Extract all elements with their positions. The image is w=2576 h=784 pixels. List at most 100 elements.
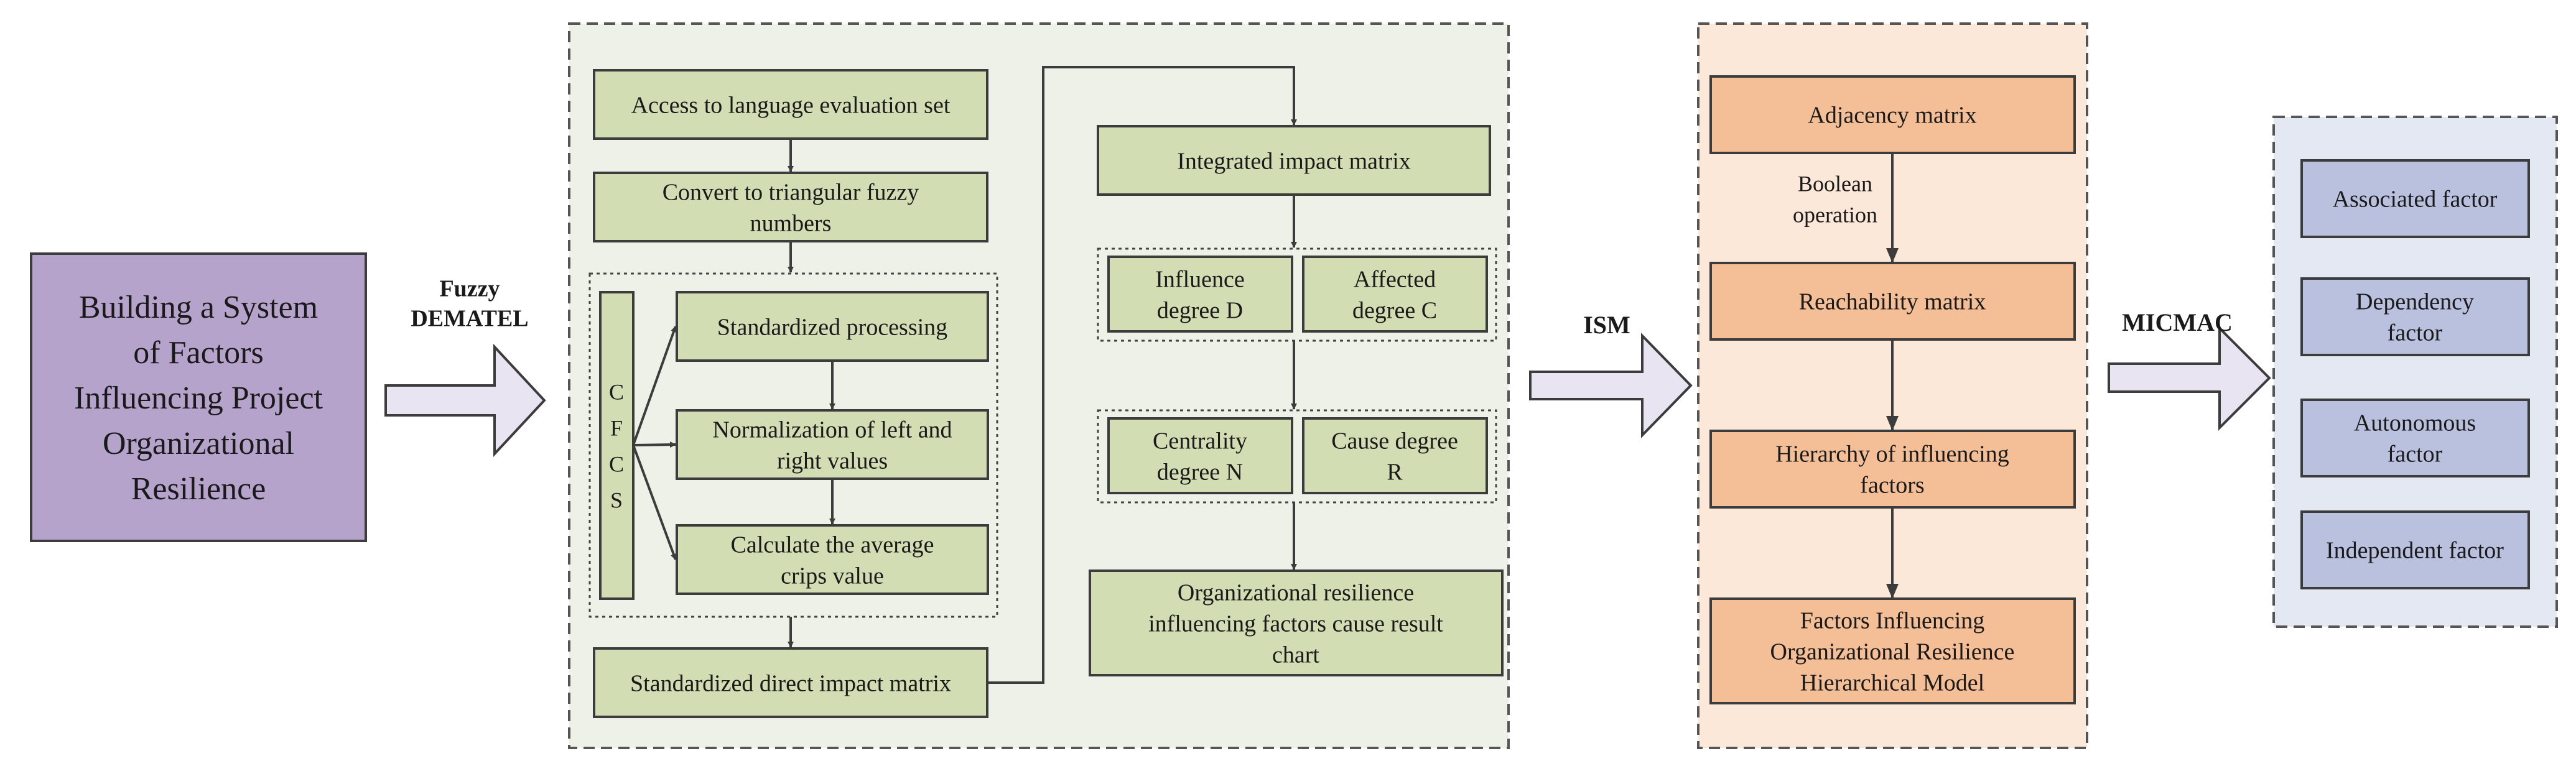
text-line: Building a System (79, 290, 318, 325)
integrated-box (1097, 125, 1491, 196)
standardized-text: Standardized processing (717, 314, 947, 340)
text-line: Independent factor (2326, 537, 2504, 563)
text-line: Dependency (2356, 288, 2474, 315)
text-line: factor (2388, 441, 2443, 467)
text-line: Organizational resilience (1178, 579, 1414, 606)
model-box (1709, 597, 2076, 704)
text-line: factor (2388, 320, 2443, 346)
text-line: degree D (1157, 297, 1243, 323)
autonomous-box (2300, 399, 2530, 477)
result-text: Organizational resilience influencing fac… (1148, 579, 1443, 668)
text-line: Boolean (1798, 172, 1872, 196)
text-line: Factors Influencing (1800, 607, 1985, 634)
text-line: of Factors (133, 335, 263, 371)
influence-box (1107, 256, 1293, 333)
direct-matrix-box (593, 647, 988, 718)
ism-arrow (1529, 333, 1693, 438)
integrated-text: Integrated impact matrix (1177, 148, 1411, 174)
text-line: degree N (1157, 459, 1243, 485)
text-line: Access to language evaluation set (631, 92, 951, 118)
cause-box (1302, 417, 1488, 494)
text-line: Organizational Resilience (1770, 639, 2015, 665)
normalization-text: Normalization of left and right values (712, 417, 952, 474)
text-line: R (1387, 459, 1403, 485)
hierarchy-text: Hierarchy of influencing factors (1775, 441, 2009, 498)
text-line: ISM (1583, 311, 1630, 339)
normalization-box (676, 409, 989, 480)
access-box (593, 69, 988, 140)
text-line: Hierarchy of influencing (1775, 441, 2009, 467)
degree-nr-group (1097, 409, 1497, 504)
text-line: numbers (750, 210, 832, 236)
text-line: C (609, 380, 624, 405)
cfcs-box (599, 291, 635, 600)
text-line: crips value (781, 563, 884, 589)
independent-text: Independent factor (2326, 537, 2504, 563)
text-line: operation (1793, 203, 1877, 228)
text-line: Fuzzy (439, 275, 500, 302)
text-line: Convert to triangular fuzzy (663, 179, 919, 205)
text-line: degree C (1352, 297, 1437, 323)
text-line: right values (777, 448, 888, 474)
degree-dc-group (1097, 247, 1497, 342)
text-line: MICMAC (2122, 308, 2233, 336)
text-line: Reachability matrix (1799, 288, 1986, 315)
centrality-box (1107, 417, 1293, 494)
text-line: Associated factor (2333, 186, 2498, 212)
connectors (632, 66, 1899, 684)
text-line: Influencing Project (74, 380, 323, 416)
direct-matrix-text: Standardized direct impact matrix (630, 670, 951, 696)
micmac-label: MICMAC (2122, 308, 2233, 336)
text-line: Centrality (1153, 428, 1247, 454)
text-line: F (610, 416, 623, 441)
reachability-text: Reachability matrix (1799, 288, 1986, 315)
reachability-box (1709, 262, 2076, 341)
text-line: Resilience (131, 471, 266, 507)
dependency-box (2300, 277, 2530, 356)
independent-box (2300, 510, 2530, 589)
text-line: C (609, 452, 624, 477)
cfcs-to-standardized-arrow (632, 326, 677, 446)
centrality-text: Centrality degree N (1153, 428, 1247, 485)
convert-box (593, 172, 988, 242)
micmac-arrow (2108, 325, 2271, 431)
text-line: Integrated impact matrix (1177, 148, 1411, 174)
access-text: Access to language evaluation set (631, 92, 951, 118)
convert-text: Convert to triangular fuzzy numbers (663, 179, 919, 236)
text-line: Standardized direct impact matrix (630, 670, 951, 696)
text-line: S (610, 488, 623, 513)
dependency-text: Dependency factor (2356, 288, 2474, 346)
text-line: Affected (1354, 266, 1436, 292)
text-line: Autonomous (2354, 410, 2476, 436)
text-line: influencing factors cause result (1148, 611, 1443, 637)
factor-system-box (30, 252, 367, 542)
affected-box (1302, 256, 1488, 333)
text-line: Standardized processing (717, 314, 947, 340)
text-line: Hierarchical Model (1800, 670, 1984, 696)
associated-text: Associated factor (2333, 186, 2498, 212)
direct-matrix-to-integrated-connector (987, 66, 1297, 684)
fuzzy-dematel-arrow (384, 343, 546, 458)
influence-text: Influence degree D (1155, 266, 1244, 323)
text-line: Normalization of left and (712, 417, 952, 443)
text-line: Calculate the average (730, 532, 934, 558)
text-line: factors (1860, 472, 1924, 498)
boolean-text: Boolean operation (1793, 172, 1877, 228)
text-line: Cause degree (1331, 428, 1458, 454)
autonomous-text: Autonomous factor (2354, 410, 2476, 467)
text-line: Influence (1155, 266, 1244, 292)
cfcs-to-calculate-arrow (632, 445, 677, 560)
text-line: Organizational (103, 426, 294, 461)
adjacency-text: Adjacency matrix (1808, 102, 1976, 128)
cfcs-group (588, 272, 998, 618)
result-box (1089, 570, 1504, 676)
text-line: chart (1272, 642, 1319, 668)
text-line: DEMATEL (411, 305, 528, 331)
affected-text: Affected degree C (1352, 266, 1437, 323)
